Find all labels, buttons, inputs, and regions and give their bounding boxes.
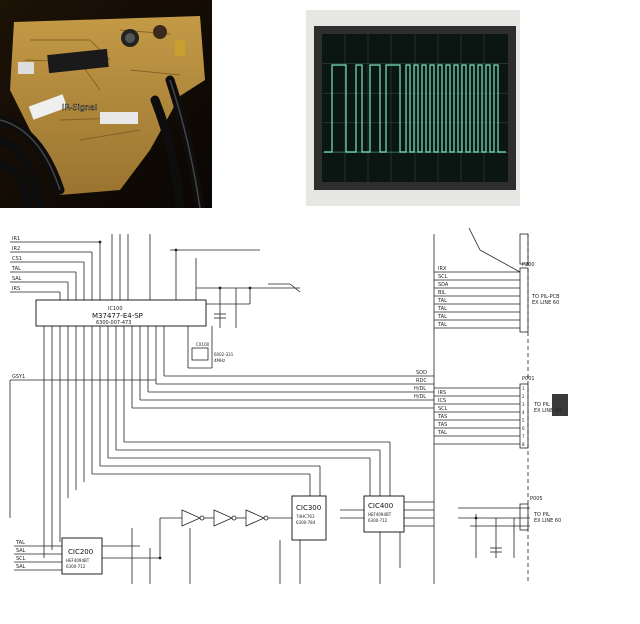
- connector-mid-line1: TO PIL: [533, 402, 550, 408]
- ic-main-part: M37477-E4-SP: [92, 312, 143, 320]
- signal-label: CS1: [12, 256, 22, 262]
- connector-top-ref: P200: [522, 262, 535, 268]
- connector-mid-line2: EX LINE 60: [534, 408, 561, 414]
- signal-label: TAL: [437, 314, 447, 320]
- signal-label: SAL: [12, 276, 22, 282]
- ic-main-ref: IC100: [108, 306, 123, 312]
- signal-label: BIL: [438, 290, 446, 296]
- ic-300-ref: CIC300: [296, 504, 321, 512]
- signal-label: SAL: [16, 564, 26, 570]
- bus-label: GSY1: [12, 374, 25, 380]
- signal-label: TAL: [437, 430, 447, 436]
- pin-number: 3: [522, 402, 525, 407]
- pin-number: 4: [522, 410, 525, 415]
- signal-label: H/DL: [414, 394, 426, 400]
- connector-top-line2: EX LINE 60: [532, 300, 559, 306]
- pin-number: 2: [522, 394, 525, 399]
- oscilloscope-photo: [306, 10, 520, 206]
- ic-200-ref: CIC200: [68, 548, 93, 556]
- signal-label: SDA: [438, 282, 449, 288]
- ic-400-code: 6300-712: [368, 518, 388, 523]
- pin-number: 6: [522, 426, 525, 431]
- connector-top-line1: TO PIL-PCB: [531, 294, 560, 300]
- ic-400-ref: CIC400: [368, 502, 393, 510]
- crystal-freq: 4MHz: [214, 358, 225, 363]
- signal-label: SCL: [16, 556, 26, 562]
- signal-label: ICS: [438, 398, 446, 404]
- signal-label: TAS: [437, 422, 447, 428]
- ic-main-code: 6300-007-473: [96, 320, 131, 326]
- ic-300-part: 74HC763: [296, 514, 315, 519]
- connector-bottom-line1: TO PIL: [533, 512, 550, 518]
- signal-label: TAL: [15, 540, 25, 546]
- signal-label: TAL: [11, 266, 21, 272]
- connector-mid-ref: P001: [522, 376, 535, 382]
- connector-bottom-line2: EX LINE 60: [534, 518, 561, 524]
- ic-400-part: HEF4094BT: [368, 512, 392, 517]
- pin-number: 7: [522, 434, 525, 439]
- ic-200-part: HEF4094BT: [66, 558, 90, 563]
- signal-label: IR1: [12, 236, 20, 242]
- pin-number: 1: [522, 386, 525, 391]
- crystal-part: 6002-331: [214, 352, 234, 357]
- ir-signal-annotation: IR-Signal: [62, 103, 97, 112]
- signal-label: SCL: [438, 406, 448, 412]
- connector-bottom-ref: P005: [530, 496, 543, 502]
- signal-label: SCL: [438, 274, 448, 280]
- signal-label: IRX: [438, 266, 447, 272]
- signal-label: TAL: [437, 322, 447, 328]
- ic-300-code: 6300-784: [296, 520, 316, 525]
- signal-label: IRS: [12, 286, 20, 292]
- signal-label: IRS: [438, 390, 446, 396]
- pcb-photo: IR-Signal: [0, 0, 212, 208]
- signal-label: RDC: [416, 378, 427, 384]
- pin-number: 5: [522, 418, 525, 423]
- signal-label: TAL: [437, 298, 447, 304]
- circuit-schematic: IR1 IR2 CS1 TAL SAL IRS IC100 M37477-E4-…: [9, 228, 568, 584]
- signal-label: H/DL: [414, 386, 426, 392]
- connector-plug: [552, 394, 568, 416]
- signal-label: TAL: [437, 306, 447, 312]
- pin-number: 8: [522, 442, 525, 447]
- ic-200-code: 6300-712: [66, 564, 86, 569]
- signal-label: IR2: [12, 246, 20, 252]
- signal-label: SAL: [16, 548, 26, 554]
- signal-label: SOD: [416, 370, 427, 376]
- crystal-ref: CX100: [196, 342, 210, 347]
- signal-label: TAS: [437, 414, 447, 420]
